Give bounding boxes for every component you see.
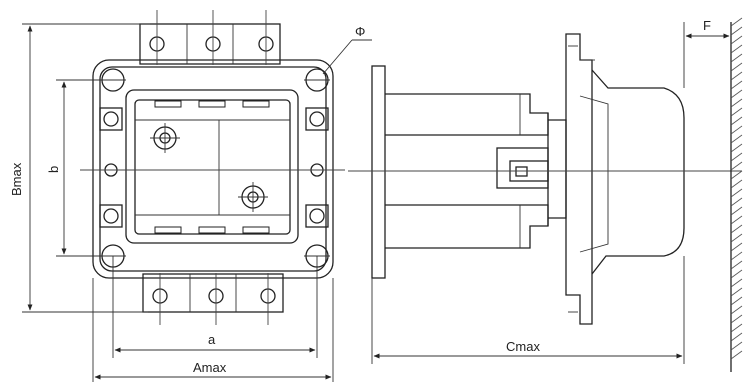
left-side-terminals xyxy=(99,107,123,228)
hatch-line xyxy=(730,341,743,351)
hatch-line xyxy=(730,170,743,180)
hatch-line xyxy=(730,125,743,135)
right-side-terminals xyxy=(305,107,329,228)
hatch-line xyxy=(730,242,743,252)
bmax-dimension: Bmax xyxy=(9,23,150,313)
hatch-line xyxy=(730,71,743,81)
hatch-line xyxy=(730,278,743,288)
mounting-bracket xyxy=(565,33,593,325)
cmax-dimension: Cmax xyxy=(371,256,685,364)
hatch-line xyxy=(730,296,743,306)
phi-callout: Φ xyxy=(322,24,372,75)
screw-boss-upper xyxy=(150,123,180,153)
bottom-ventilation-slots xyxy=(154,226,270,234)
hatch-line xyxy=(730,62,743,72)
hatch-line xyxy=(730,188,743,198)
hatch-line xyxy=(730,287,743,297)
hatch-line xyxy=(730,179,743,189)
auxiliary-contact xyxy=(496,147,549,189)
hatch-line xyxy=(730,80,743,90)
side-left-flange xyxy=(371,65,386,279)
hatch-line xyxy=(730,233,743,243)
a-label: a xyxy=(208,332,216,347)
hatch-line xyxy=(730,116,743,126)
hatch-line xyxy=(730,134,743,144)
outer-housing-inner-edge xyxy=(99,66,327,272)
inner-panel xyxy=(134,99,291,235)
hatch-line xyxy=(730,143,743,153)
hatch-line xyxy=(730,206,743,216)
front-view xyxy=(80,10,345,325)
hatch-line xyxy=(730,17,743,27)
hatch-line xyxy=(730,98,743,108)
hatch-line xyxy=(730,314,743,324)
hatch-line xyxy=(730,224,743,234)
hatch-line xyxy=(730,269,743,279)
inner-frame xyxy=(125,89,299,244)
hatch-line xyxy=(730,197,743,207)
side-view xyxy=(348,33,742,325)
lower-coil xyxy=(385,204,549,249)
hatch-line xyxy=(730,350,743,360)
top-ventilation-slots xyxy=(154,100,270,108)
amax-label: Amax xyxy=(193,360,227,375)
hatch-line xyxy=(730,107,743,117)
f-dimension: F xyxy=(683,18,730,88)
hatch-line xyxy=(730,26,743,36)
hatch-line xyxy=(730,53,743,63)
hatch-line xyxy=(730,161,743,171)
hatch-line xyxy=(730,305,743,315)
hatch-line xyxy=(730,35,743,45)
hatch-line xyxy=(730,332,743,342)
cmax-label: Cmax xyxy=(506,339,540,354)
hatch-line xyxy=(730,260,743,270)
bottom-terminal-block xyxy=(142,273,284,313)
wall-hatching xyxy=(730,17,743,360)
screw-boss-lower xyxy=(238,182,268,212)
hatch-line xyxy=(730,44,743,54)
contact-housing xyxy=(591,69,685,275)
amax-dimension: Amax xyxy=(92,278,334,382)
hatch-line xyxy=(730,251,743,261)
f-label: F xyxy=(703,18,711,33)
a-dimension: a xyxy=(112,256,318,358)
b-dimension: b xyxy=(46,79,113,257)
upper-coil xyxy=(385,93,549,136)
hatch-line xyxy=(730,89,743,99)
hatch-line xyxy=(730,152,743,162)
phi-label: Φ xyxy=(355,24,365,39)
hatch-line xyxy=(730,215,743,225)
hatch-line xyxy=(730,323,743,333)
top-terminal-block xyxy=(139,23,281,65)
mounting-wall xyxy=(730,17,743,372)
bmax-label: Bmax xyxy=(9,162,24,196)
outer-housing xyxy=(92,59,334,279)
b-label: b xyxy=(46,166,61,173)
